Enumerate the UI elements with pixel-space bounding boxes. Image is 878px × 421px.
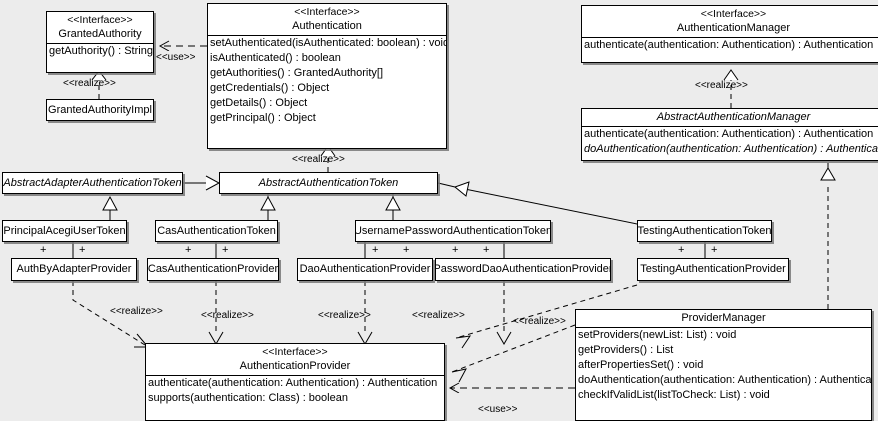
operations-authentication: setAuthenticated(isAuthenticated: boolea…	[208, 35, 446, 126]
class-name-abstract-authentication-manager: AbstractAuthenticationManager	[656, 111, 811, 123]
class-box-testing-authentication-token[interactable]: TestingAuthenticationToken	[637, 220, 772, 242]
class-header-authentication-provider: <<Interface>> AuthenticationProvider	[146, 344, 444, 375]
class-header-authentication-manager: <<Interface>> AuthenticationManager	[582, 6, 878, 37]
edge-label-realize-password-dao-authentication-provider: <<realize>>	[412, 310, 465, 321]
edge-label-use-provider-manager-authentication-provider: <<use>>	[478, 404, 518, 415]
edge-label-realize-dao-authentication-provider: <<realize>>	[318, 310, 371, 321]
operation-row: setAuthenticated(isAuthenticated: boolea…	[210, 37, 447, 49]
association-plus: +	[79, 244, 86, 256]
operation-row: getDetails() : Object	[210, 97, 308, 109]
class-box-granted-authority-impl[interactable]: GrantedAuthorityImpl	[46, 99, 154, 121]
class-box-principal-acegi-user-token[interactable]: PrincipalAcegiUserToken	[2, 220, 127, 242]
class-box-authentication-provider[interactable]: <<Interface>> AuthenticationProvider aut…	[145, 343, 445, 421]
operation-row: doAuthentication(authentication: Authent…	[584, 143, 878, 155]
class-name-principal-acegi-user-token: PrincipalAcegiUserToken	[3, 224, 126, 237]
class-box-granted-authority[interactable]: <<Interface>> GrantedAuthority getAuthor…	[46, 11, 154, 73]
association-plus: +	[185, 244, 192, 256]
operation-row: getPrincipal() : Object	[210, 112, 316, 124]
class-name-abstract-adapter-authentication-token: AbstractAdapterAuthenticationToken	[3, 176, 182, 189]
operations-provider-manager: setProviders(newList: List) : void getPr…	[576, 327, 871, 403]
operation-row: isAuthenticated() : boolean	[210, 52, 341, 64]
operations-abstract-authentication-manager: authenticate(authentication: Authenticat…	[582, 126, 878, 157]
operation-row: setProviders(newList: List) : void	[578, 329, 737, 341]
association-plus: +	[483, 244, 490, 256]
association-plus: +	[403, 244, 410, 256]
class-box-abstract-authentication-token[interactable]: AbstractAuthenticationToken	[219, 172, 438, 194]
class-name-granted-authority: GrantedAuthority	[58, 28, 142, 40]
association-plus: +	[711, 244, 718, 256]
operation-row: authenticate(authentication: Authenticat…	[584, 128, 874, 140]
class-name-dao-authentication-provider: DaoAuthenticationProvider	[299, 263, 431, 275]
operations-authentication-provider: authenticate(authentication: Authenticat…	[146, 375, 444, 406]
class-box-authentication[interactable]: <<Interface>> Authentication setAuthenti…	[207, 3, 447, 149]
operations-authentication-manager: authenticate(authentication: Authenticat…	[582, 37, 878, 53]
operation-row: getProviders() : List	[578, 344, 674, 356]
operation-row: getAuthority() : String	[49, 45, 153, 57]
class-box-abstract-authentication-manager[interactable]: AbstractAuthenticationManager authentica…	[581, 108, 878, 161]
stereotype-interface: <<Interface>>	[700, 8, 767, 20]
class-header-granted-authority: <<Interface>> GrantedAuthority	[47, 12, 153, 43]
class-name-authentication: Authentication	[292, 20, 362, 32]
class-name-abstract-authentication-token: AbstractAuthenticationToken	[258, 176, 399, 189]
class-box-password-dao-authentication-provider[interactable]: PasswordDaoAuthenticationProvider	[435, 258, 611, 281]
class-box-abstract-adapter-authentication-token[interactable]: AbstractAdapterAuthenticationToken	[2, 172, 183, 194]
class-name-cas-authentication-token: CasAuthenticationToken	[157, 224, 276, 237]
stereotype-interface: <<Interface>>	[262, 346, 328, 358]
operation-row: checkIfValidList(listToCheck: List) : vo…	[578, 389, 770, 401]
edge-label-realize-granted-authority-impl: <<realize>>	[63, 78, 116, 89]
class-name-authentication-provider: AuthenticationProvider	[239, 360, 351, 372]
class-name-password-dao-authentication-provider: PasswordDaoAuthenticationProvider	[435, 263, 611, 275]
edge-label-realize-provider-manager: <<realize>>	[513, 316, 566, 327]
edge-label-realize-abstract-authentication-manager: <<realize>>	[695, 80, 748, 91]
class-box-auth-by-adapter-provider[interactable]: AuthByAdapterProvider	[11, 258, 137, 281]
operations-granted-authority: getAuthority() : String	[47, 43, 153, 59]
association-plus: +	[40, 244, 47, 256]
class-name-auth-by-adapter-provider: AuthByAdapterProvider	[16, 263, 132, 275]
class-header-authentication: <<Interface>> Authentication	[208, 4, 446, 35]
association-plus: +	[452, 244, 459, 256]
class-box-username-password-authentication-token[interactable]: UsernamePasswordAuthenticationToken	[355, 220, 551, 242]
operation-row: supports(authentication: Class) : boolea…	[148, 392, 348, 404]
edge-label-realize-abstract-authentication-token: <<realize>>	[292, 154, 345, 165]
operation-row: doAuthentication(authentication: Authent…	[578, 374, 872, 386]
class-box-testing-authentication-provider[interactable]: TestingAuthenticationProvider	[637, 258, 789, 281]
operation-row: getCredentials() : Object	[210, 82, 330, 94]
association-plus: +	[678, 244, 685, 256]
class-box-provider-manager[interactable]: ProviderManager setProviders(newList: Li…	[575, 309, 872, 421]
edge-label-realize-auth-by-adapter-provider: <<realize>>	[110, 306, 163, 317]
operation-row: authenticate(authentication: Authenticat…	[148, 377, 438, 389]
stereotype-interface: <<Interface>>	[294, 6, 360, 18]
edge-label-use-authentication-granted-authority: <<use>>	[156, 52, 196, 63]
class-name-testing-authentication-token: TestingAuthenticationToken	[637, 224, 772, 237]
class-box-cas-authentication-token[interactable]: CasAuthenticationToken	[155, 220, 278, 242]
class-name-testing-authentication-provider: TestingAuthenticationProvider	[640, 263, 786, 275]
class-header-provider-manager: ProviderManager	[576, 310, 871, 327]
class-name-provider-manager: ProviderManager	[681, 312, 766, 324]
class-name-username-password-authentication-token: UsernamePasswordAuthenticationToken	[355, 224, 551, 237]
class-box-authentication-manager[interactable]: <<Interface>> AuthenticationManager auth…	[581, 5, 878, 63]
class-name-authentication-manager: AuthenticationManager	[676, 22, 791, 34]
operation-row: authenticate(authentication: Authenticat…	[584, 39, 874, 51]
class-name-cas-authentication-provider: CasAuthenticationProvider	[147, 263, 279, 275]
association-plus: +	[222, 244, 229, 256]
edge-label-realize-cas-authentication-provider: <<realize>>	[201, 310, 254, 321]
class-box-cas-authentication-provider[interactable]: CasAuthenticationProvider	[147, 258, 279, 281]
class-header-abstract-authentication-manager: AbstractAuthenticationManager	[582, 109, 878, 126]
operation-row: afterPropertiesSet() : void	[578, 359, 704, 371]
operation-row: getAuthorities() : GrantedAuthority[]	[210, 67, 384, 79]
association-plus: +	[372, 244, 379, 256]
stereotype-interface: <<Interface>>	[67, 14, 133, 26]
class-box-dao-authentication-provider[interactable]: DaoAuthenticationProvider	[297, 258, 433, 281]
class-name-granted-authority-impl: GrantedAuthorityImpl	[48, 103, 152, 116]
